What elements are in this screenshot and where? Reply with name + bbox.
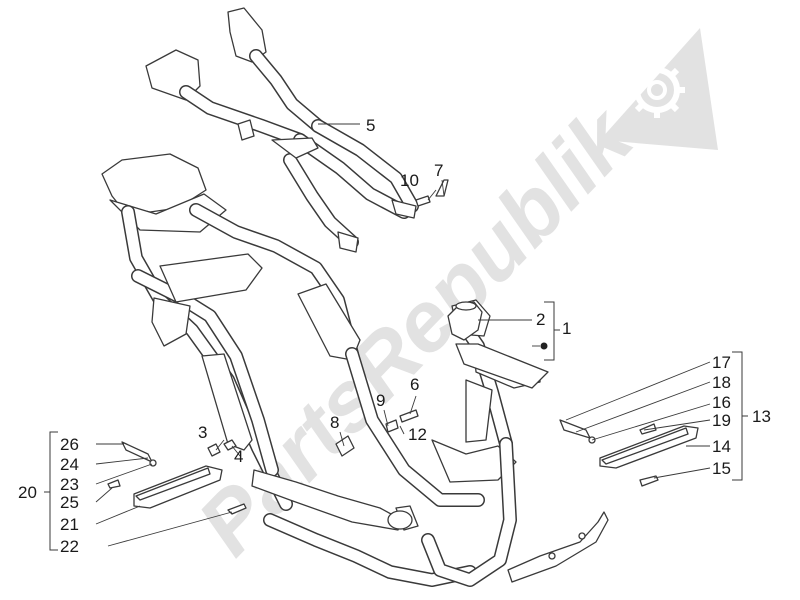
- main-frame: [101, 153, 541, 587]
- callout-23: 23: [60, 475, 79, 494]
- callout-14: 14: [712, 437, 731, 456]
- callout-24: 24: [60, 455, 79, 474]
- callout-21: 21: [60, 515, 79, 534]
- callout-8: 8: [330, 413, 339, 432]
- callout-labels: 5 7 10 2 1 6 9 8 12 3 4 17 18 16 19 13 1…: [18, 116, 771, 556]
- gear-icon: [600, 28, 718, 150]
- group-brackets: [44, 301, 748, 551]
- callout-16: 16: [712, 393, 731, 412]
- callout-12: 12: [408, 425, 427, 444]
- left-footrest-group: [107, 441, 247, 515]
- callout-18: 18: [712, 373, 731, 392]
- callout-15: 15: [712, 459, 731, 478]
- callout-26: 26: [60, 435, 79, 454]
- callout-9: 9: [376, 391, 385, 410]
- callout-13: 13: [752, 407, 771, 426]
- callout-20: 20: [18, 483, 37, 502]
- steering-tube: [447, 301, 549, 389]
- callout-2: 2: [536, 310, 545, 329]
- callout-3: 3: [198, 423, 207, 442]
- callout-5: 5: [366, 116, 375, 135]
- callout-6: 6: [410, 375, 419, 394]
- callout-10: 10: [400, 171, 419, 190]
- callout-7: 7: [434, 161, 443, 180]
- hardware-parts: [207, 179, 449, 457]
- callout-19: 19: [712, 411, 731, 430]
- callout-25: 25: [60, 493, 79, 512]
- watermark: PartsRepublik: [180, 28, 718, 573]
- callout-4: 4: [234, 447, 243, 466]
- upper-frame-section: [145, 7, 419, 253]
- leader-lines: [95, 123, 711, 547]
- bottom-bracket: [507, 511, 609, 583]
- callout-1: 1: [562, 319, 571, 338]
- callout-22: 22: [60, 537, 79, 556]
- callout-17: 17: [712, 353, 731, 372]
- callout-marker-dot: [540, 342, 548, 350]
- watermark-text: PartsRepublik: [180, 88, 654, 574]
